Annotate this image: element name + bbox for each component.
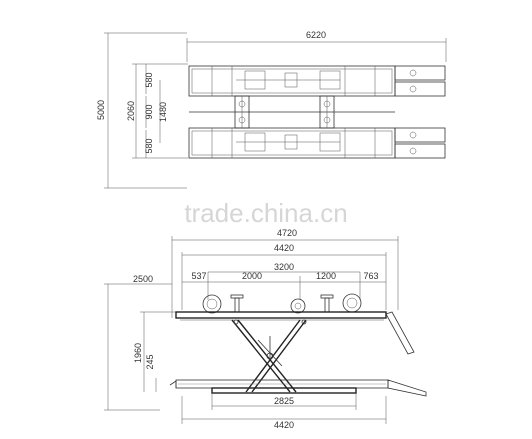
dim-length-4420-top: 4420 [274,243,294,253]
dim-runway-top: 580 [144,72,154,87]
dim-overall-length: 6220 [306,30,326,40]
dim-lift-height: 1960 [133,343,143,363]
dim-span-2000: 2000 [242,271,262,281]
dim-length-4420-bottom: 4420 [274,420,294,430]
dim-height-2500: 2500 [133,274,153,284]
dim-span-1200: 1200 [316,271,336,281]
dim-center-span: 1480 [158,102,168,122]
dim-runway-bottom: 580 [144,138,154,153]
dim-length-4720: 4720 [277,228,297,238]
side-view: 4720 4420 3200 537 2000 1200 763 2500 19… [104,228,427,430]
dim-base-2825: 2825 [274,396,294,406]
center-frame [189,95,395,129]
dim-overall-width: 5000 [96,100,106,120]
upper-runway [188,65,446,97]
watermark: trade.china.cn [184,198,347,228]
lowered-platform [169,379,427,397]
dim-inner-gap: 900 [144,104,154,119]
dim-lowered-height: 245 [145,354,155,369]
dim-offset-537: 537 [191,271,206,281]
top-view: 6220 5000 2060 580 900 580 1480 [96,30,447,189]
raised-platform [175,311,415,355]
dim-outer-width: 2060 [126,101,136,121]
vehicle-wheel-markers [202,293,362,314]
dim-offset-763: 763 [363,271,378,281]
scissor-mechanism [231,319,307,393]
lower-runway [188,127,446,159]
dim-span-3200: 3200 [274,262,294,272]
